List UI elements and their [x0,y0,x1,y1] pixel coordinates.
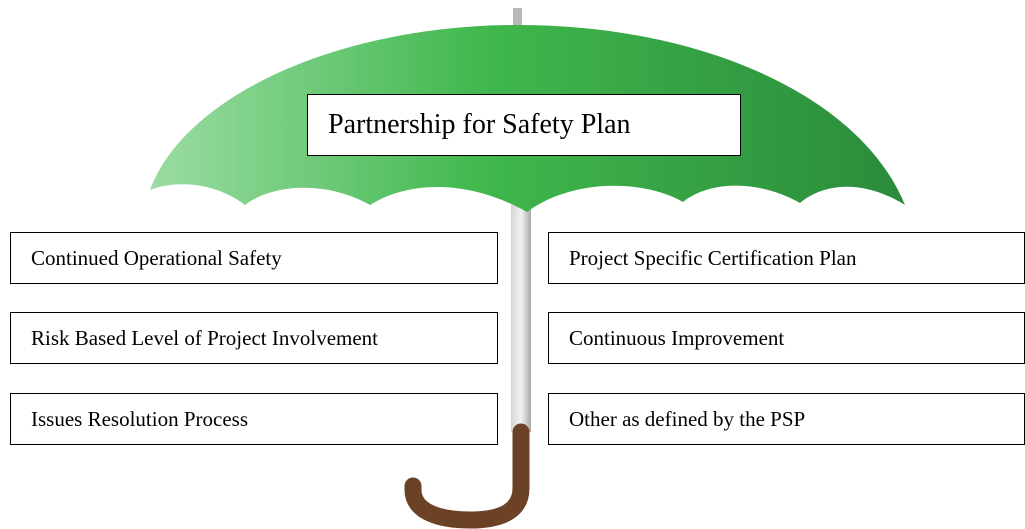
left-item-box: Issues Resolution Process [10,393,498,445]
left-item-label: Risk Based Level of Project Involvement [31,325,379,350]
right-item-label: Continuous Improvement [569,325,785,350]
right-item-box: Continuous Improvement [548,312,1025,364]
umbrella-shaft [511,150,531,432]
left-item-box: Risk Based Level of Project Involvement [10,312,498,364]
title-box: Partnership for Safety Plan [307,94,741,156]
right-item-label: Project Specific Certification Plan [569,245,857,270]
right-item-box: Other as defined by the PSP [548,393,1025,445]
left-item-label: Continued Operational Safety [31,245,282,270]
left-item-label: Issues Resolution Process [31,406,248,431]
umbrella-tip [513,8,522,30]
title-text: Partnership for Safety Plan [328,109,631,140]
left-item-box: Continued Operational Safety [10,232,498,284]
right-item-box: Project Specific Certification Plan [548,232,1025,284]
right-item-label: Other as defined by the PSP [569,406,806,431]
umbrella-handle [404,423,530,529]
